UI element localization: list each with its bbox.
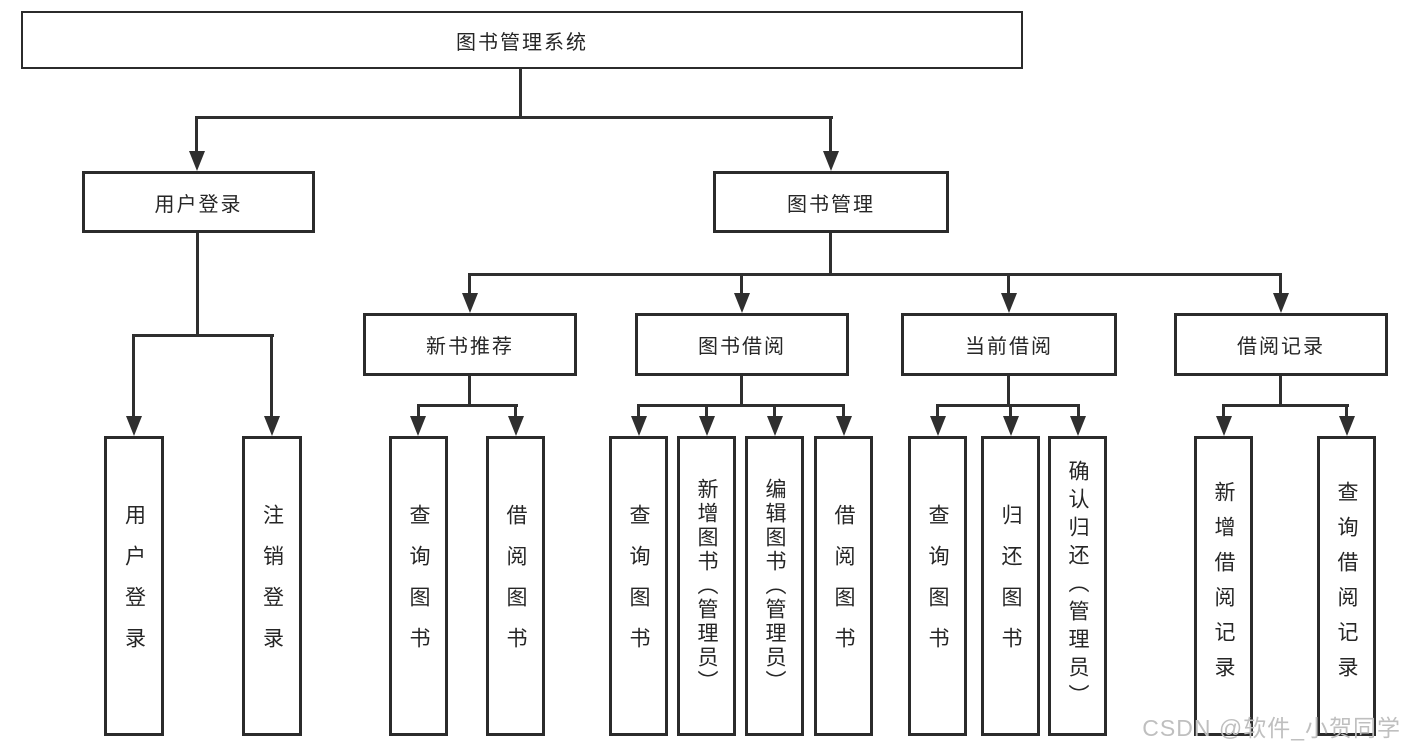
leaf-newbook-query-books: 查询图书 — [389, 436, 448, 736]
node-user-login: 用户登录 — [82, 171, 315, 233]
node-borrowing-records: 借阅记录 — [1174, 313, 1388, 376]
arrow-to-bb-query — [631, 416, 647, 436]
connector-cb-query-drop — [936, 404, 939, 418]
connector-cb-return-drop — [1009, 404, 1012, 418]
connector-bookborrow-drop — [740, 273, 743, 295]
leaf-user-login: 用户登录 — [104, 436, 164, 736]
arrow-to-leaf-logout — [264, 416, 280, 436]
arrow-to-user-login — [189, 151, 205, 171]
arrow-to-br-add — [1216, 416, 1232, 436]
connector-bb-borrow-drop — [842, 404, 845, 418]
arrow-to-book-mgmt — [823, 151, 839, 171]
connector-level3-branch — [468, 273, 1282, 276]
arrow-to-cb-confirm — [1070, 416, 1086, 436]
connector-records-drop — [1279, 273, 1282, 295]
connector-newbook-branch — [417, 404, 518, 407]
connector-bookborrow-stem — [740, 376, 743, 407]
connector-leaf-logout-drop — [270, 334, 273, 419]
connector-root-stem — [519, 68, 522, 119]
arrow-to-leaf-login — [126, 416, 142, 436]
node-current-borrowing: 当前借阅 — [901, 313, 1117, 376]
arrow-to-br-query — [1339, 416, 1355, 436]
leaf-borrowing-query-books: 查询图书 — [609, 436, 668, 736]
leaf-records-add-record: 新增借阅记录 — [1194, 436, 1253, 736]
arrow-to-bb-edit — [767, 416, 783, 436]
node-library-management-system: 图书管理系统 — [21, 11, 1023, 69]
connector-leaf-login-drop — [132, 334, 135, 419]
leaf-logout: 注销登录 — [242, 436, 302, 736]
connector-nb-borrow-drop — [514, 404, 517, 418]
connector-book-mgmt-stem — [829, 233, 832, 276]
connector-bb-add-drop — [705, 404, 708, 418]
connector-newbook-stem — [468, 376, 471, 407]
leaf-current-query-books: 查询图书 — [908, 436, 967, 736]
arrow-to-currentborrow — [1001, 293, 1017, 313]
connector-level2-branch — [195, 116, 833, 119]
connector-nb-query-drop — [417, 404, 420, 418]
arrow-to-records — [1273, 293, 1289, 313]
arrow-to-bb-add — [699, 416, 715, 436]
arrow-to-newbook — [462, 293, 478, 313]
connector-bb-query-drop — [637, 404, 640, 418]
connector-cb-confirm-drop — [1077, 404, 1080, 418]
leaf-borrowing-borrow-books: 借阅图书 — [814, 436, 873, 736]
arrow-to-nb-query — [410, 416, 426, 436]
arrow-to-nb-borrow — [508, 416, 524, 436]
connector-user-login-drop — [195, 116, 198, 154]
connector-user-login-branch — [132, 334, 274, 337]
connector-currentborrow-stem — [1007, 376, 1010, 407]
connector-records-branch — [1222, 404, 1349, 407]
connector-bookborrow-branch — [637, 404, 845, 407]
connector-currentborrow-drop — [1007, 273, 1010, 295]
connector-records-stem — [1279, 376, 1282, 407]
arrow-to-bookborrow — [734, 293, 750, 313]
arrow-to-cb-query — [930, 416, 946, 436]
connector-bb-edit-drop — [773, 404, 776, 418]
node-new-book-recommend: 新书推荐 — [363, 313, 577, 376]
connector-br-add-drop — [1222, 404, 1225, 418]
leaf-borrowing-edit-books-admin: 编辑图书（管理员） — [745, 436, 804, 736]
connector-newbook-drop — [468, 273, 471, 295]
node-book-borrowing: 图书借阅 — [635, 313, 849, 376]
connector-book-mgmt-drop — [829, 116, 832, 154]
csdn-watermark: CSDN @软件_小贺同学 — [1142, 715, 1401, 741]
node-book-management: 图书管理 — [713, 171, 949, 233]
arrow-to-cb-return — [1003, 416, 1019, 436]
leaf-current-return-books: 归还图书 — [981, 436, 1040, 736]
leaf-newbook-borrow-books: 借阅图书 — [486, 436, 545, 736]
leaf-records-query-record: 查询借阅记录 — [1317, 436, 1376, 736]
leaf-borrowing-add-books-admin: 新增图书（管理员） — [677, 436, 736, 736]
arrow-to-bb-borrow — [836, 416, 852, 436]
connector-user-login-stem — [196, 233, 199, 337]
connector-currentborrow-branch — [936, 404, 1080, 407]
connector-br-query-drop — [1345, 404, 1348, 418]
leaf-current-confirm-return-admin: 确认归还（管理员） — [1048, 436, 1107, 736]
